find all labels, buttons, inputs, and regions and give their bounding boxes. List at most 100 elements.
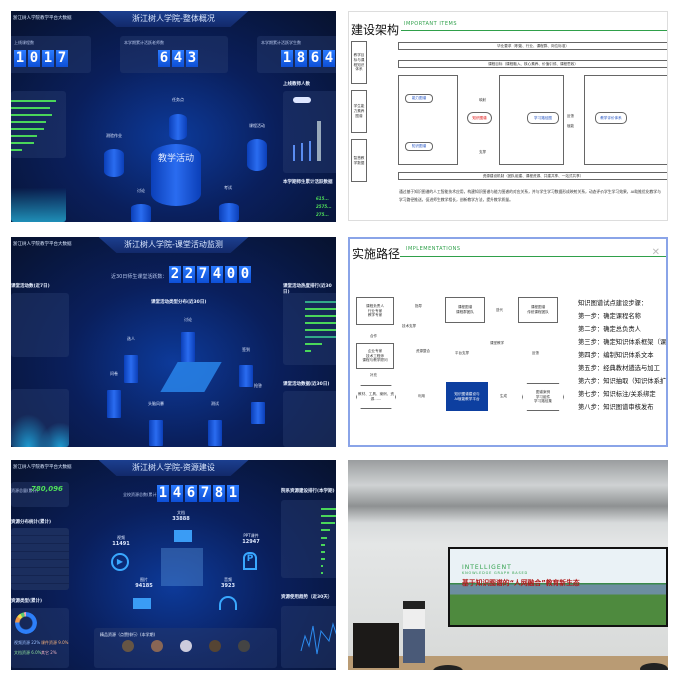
node-label: 课程活动 xyxy=(249,123,265,128)
slide-title: 实施路径 xyxy=(352,247,401,261)
bar-chart-card xyxy=(283,91,336,173)
ranking-card xyxy=(283,293,336,365)
edge-label: 资源整合 xyxy=(416,349,430,353)
donut-card: 视频资源 22% 课件资源 9.0% 文档资源 6.0% 其它 2% xyxy=(11,608,69,668)
toggle-tab[interactable] xyxy=(293,97,311,103)
description: 通过基于知识图谱的人工智能技术应用，构建知识图谱与能力图谱的对应关系，并与学生学… xyxy=(399,189,661,202)
legend-item: 其它 2% xyxy=(41,650,57,655)
area-chart-card xyxy=(11,389,69,447)
screen-text: KNOWLEDGE GRAPH BASED xyxy=(462,571,528,575)
platform-box: 知识图谱建设与 AI赋能教学平台 xyxy=(446,382,488,411)
counter-label: 近30日师生课堂活跃数： xyxy=(111,274,168,280)
node-label: 抢答 xyxy=(254,383,262,388)
counter-digit: 6 xyxy=(309,50,321,67)
document-icon xyxy=(174,530,192,542)
screen-title: 基于知识图谱的“人网融合”教育新生态 xyxy=(462,579,580,587)
flow-box: 课程图谱 课程群团队 xyxy=(445,297,485,323)
counter-digit: 1 xyxy=(14,50,26,67)
close-icon[interactable]: ✕ xyxy=(651,247,660,258)
step-item: 第八步：知识图谱审核发布 xyxy=(578,404,654,411)
side-box: 学生能力素养图谱 xyxy=(351,90,367,133)
event-photo: INTELLIGENT KNOWLEDGE GRAPH BASED 基于知识图谱… xyxy=(348,460,668,670)
trend-line xyxy=(300,622,336,655)
step-item: 第二步：确定总负责人 xyxy=(578,326,641,333)
audience-head xyxy=(640,663,668,670)
step-item: 第一步：确定课程名称 xyxy=(578,313,641,320)
node-block xyxy=(124,355,138,383)
steps-list: 知识图谱试点建设步骤： 第一步：确定课程名称 第二步：确定总负责人 第三步：确定… xyxy=(578,297,666,414)
node-block xyxy=(149,420,163,446)
center-cube xyxy=(161,548,203,586)
dashboard-title: 浙江树人学院-课堂活动监测 xyxy=(98,237,249,253)
left-group xyxy=(398,75,458,165)
node-cylinder xyxy=(169,114,187,140)
step-item: 第四步：编制知识体系文本 xyxy=(578,352,654,359)
node-label: 讨论 xyxy=(137,188,145,193)
counter-digits: 18641 xyxy=(281,50,336,67)
node-label: 讨论 xyxy=(184,317,192,322)
section-title: 资源使用趋势（近30天） xyxy=(281,595,333,600)
counter-digit: 3 xyxy=(186,50,198,67)
center-cylinder xyxy=(151,144,201,206)
counter-digit: 8 xyxy=(213,485,225,502)
node-label: 选人 xyxy=(127,336,135,341)
node-cylinder xyxy=(247,139,267,171)
node-label: 测验作业 xyxy=(106,133,122,138)
edge-label: 平台支撑 xyxy=(455,351,469,355)
bottom-bar: 资源建设机制（团队组建、课程资源、共建共享、一站式共享） xyxy=(398,172,667,180)
dashboard-title: 浙江树人学院-资源建设 xyxy=(98,460,249,476)
step-item: 第五步：经典教材遴选与加工 xyxy=(578,365,660,372)
edge-label: 迭代 xyxy=(496,308,503,312)
section-title: 课堂活动热度排行(近30日) xyxy=(283,284,332,295)
dashboard-header: 浙江树人学院教学平台大数据 xyxy=(13,465,72,470)
flow-box: 图谱案例 学习组件 学习路径集 xyxy=(522,383,564,411)
edge-label: 反馈 xyxy=(532,351,539,355)
second-bar: 课程目标（课程融入、核心素养、价值引领、课程思政） xyxy=(398,60,667,68)
bar-list-card xyxy=(11,91,66,158)
avatar xyxy=(122,640,134,652)
edge-label: 技术支撑 xyxy=(402,324,416,328)
screen xyxy=(448,547,668,627)
counter-digit: 6 xyxy=(185,485,197,502)
counter-label: 本学期累计活跃老师数 xyxy=(124,40,164,45)
counter-digit: 4 xyxy=(211,266,223,283)
counter-digit: 1 xyxy=(281,50,293,67)
section-title: 上线教师人数 xyxy=(283,82,310,87)
counter-digit: 4 xyxy=(172,50,184,67)
steps-title: 知识图谱试点建设步骤： xyxy=(578,300,648,307)
counter-digit: 1 xyxy=(42,50,54,67)
stat-value: 2575... xyxy=(316,204,332,209)
node-label: 测试 xyxy=(211,401,219,406)
counter-digit: 4 xyxy=(171,485,183,502)
node-label: 任务点 xyxy=(172,97,184,102)
monitor-dashboard: 浙江树人学院教学平台大数据 浙江树人学院-课堂活动监测 近30日师生课堂活跃数：… xyxy=(11,237,336,447)
top-resources-card: 精品资源（点赞排行）(本学期) xyxy=(94,628,277,668)
legend-item: 文档资源 6.0% xyxy=(14,650,42,655)
arrow-label: 赋能 xyxy=(567,124,574,128)
stage-floor xyxy=(348,656,668,670)
node-block xyxy=(107,390,121,418)
evaluation-box: 教学评价体系 xyxy=(595,112,627,124)
counter-digit: 1 xyxy=(227,485,239,502)
donut-chart xyxy=(15,612,37,634)
avatar xyxy=(180,640,192,652)
trend-chart-card xyxy=(281,606,336,668)
flow-box: 课程图谱 传统课程团队 xyxy=(518,297,558,323)
speaker xyxy=(403,601,425,663)
data-card xyxy=(283,391,336,447)
arrow-label: 反馈 xyxy=(567,114,574,118)
avatar xyxy=(209,640,221,652)
node-block xyxy=(181,332,195,362)
area-chart-card xyxy=(11,173,66,222)
arrow-label: 支撑 xyxy=(479,150,486,154)
counter-digit: 7 xyxy=(199,485,211,502)
legend-item: 课件资源 9.0% xyxy=(41,640,69,645)
top-bar: 毕业要求（职能、行业、课程群、岗位标准） xyxy=(398,42,667,50)
counter-digit: 1 xyxy=(157,485,169,502)
flow-box: 教材、工具、案例、资源…… xyxy=(356,385,396,409)
